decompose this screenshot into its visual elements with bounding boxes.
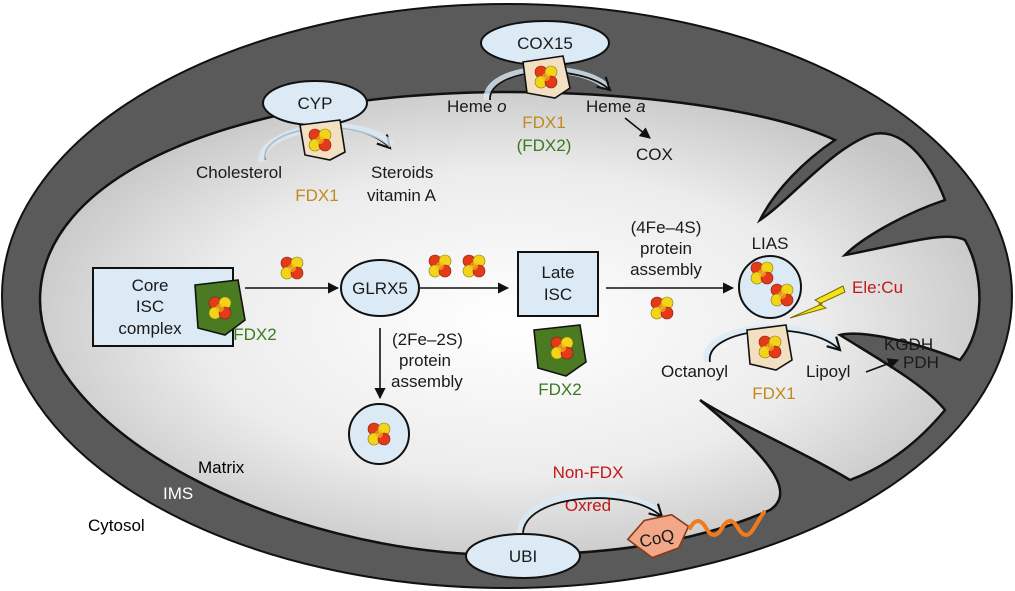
fe4s4-line1: (4Fe–4S) bbox=[631, 218, 702, 237]
fe2s2-line1: (2Fe–2S) bbox=[392, 330, 463, 349]
lightning-icon bbox=[789, 285, 846, 319]
glrx5-protein bbox=[340, 259, 420, 317]
fdx1-label-cox15: FDX1 bbox=[522, 113, 565, 132]
lipoyl-label: Lipoyl bbox=[806, 362, 850, 381]
coq-isoprenoid-tail bbox=[688, 510, 766, 537]
inner-membrane-matrix bbox=[38, 90, 981, 557]
matrix-label: Matrix bbox=[198, 458, 245, 477]
ubi-label: UBI bbox=[509, 547, 537, 566]
cytosol-label: Cytosol bbox=[88, 516, 145, 535]
lipoyl-to-targets-arrow bbox=[865, 358, 900, 373]
cox-label: COX bbox=[636, 145, 673, 164]
fe4s4-line3: assembly bbox=[630, 260, 702, 279]
fes-cluster-icon bbox=[550, 336, 574, 360]
ubi-reaction-arrow bbox=[522, 497, 664, 536]
fes-cluster-icon bbox=[750, 261, 774, 285]
cholesterol-label: Cholesterol bbox=[196, 163, 282, 182]
fdx1-label-cyp: FDX1 bbox=[295, 186, 338, 205]
fdx1-label-lias: FDX1 bbox=[752, 384, 795, 403]
fes-cluster-icon bbox=[428, 254, 452, 278]
late-isc-line1: Late bbox=[541, 263, 574, 282]
fe2s2-line2: protein bbox=[399, 351, 451, 370]
steroids-label: Steroids bbox=[371, 163, 433, 182]
cox15-module: COX15 Heme o Heme a COX FDX1 (FDX2) bbox=[447, 20, 673, 164]
vitamin-a-label: vitamin A bbox=[367, 186, 437, 205]
glrx5-label: GLRX5 bbox=[352, 279, 408, 298]
fes-cluster-icon bbox=[308, 128, 332, 152]
fes-cluster-icon bbox=[280, 256, 304, 280]
core-isc-line3: complex bbox=[118, 319, 182, 338]
late-isc-line2: ISC bbox=[544, 285, 572, 304]
fes-cluster-icon bbox=[462, 254, 486, 278]
ubi-module: Non-FDX Oxred UBI CoQ bbox=[465, 463, 766, 579]
fes-cluster-icon bbox=[758, 335, 782, 359]
fdx2-label-cox15: (FDX2) bbox=[517, 136, 572, 155]
fe2s2-line3: assembly bbox=[391, 372, 463, 391]
isc-pathway: Core ISC complex FDX2 GLRX5 (2Fe–2S) pro… bbox=[92, 218, 735, 465]
ele-cu-label: Ele:Cu bbox=[852, 278, 903, 297]
oxred-label: Oxred bbox=[565, 496, 611, 515]
cox15-label: COX15 bbox=[517, 34, 573, 53]
fdx2-label-late: FDX2 bbox=[538, 380, 581, 399]
cyp-label: CYP bbox=[298, 94, 333, 113]
fe4s4-line2: protein bbox=[640, 239, 692, 258]
lias-module: LIAS Ele:Cu Octanoyl Lipoyl FDX1 KGDH PD… bbox=[661, 234, 939, 403]
heme-a-label: Heme a bbox=[586, 97, 646, 116]
heme-o-label: Heme o bbox=[447, 97, 507, 116]
fes-cluster-icon bbox=[650, 296, 674, 320]
lias-label: LIAS bbox=[752, 234, 789, 253]
cyp-module: CYP Cholesterol Steroids vitamin A FDX1 bbox=[196, 80, 437, 205]
fes-cluster-icon bbox=[534, 65, 558, 89]
ubi-arc-body bbox=[516, 491, 663, 536]
late-isc-complex bbox=[517, 251, 599, 317]
core-isc-line2: ISC bbox=[136, 297, 164, 316]
core-isc-line1: Core bbox=[132, 276, 169, 295]
heme-a-to-cox-arrow bbox=[624, 117, 651, 139]
ims-label: IMS bbox=[163, 484, 193, 503]
pdh-label: PDH bbox=[903, 353, 939, 372]
fes-cluster-icon bbox=[367, 422, 391, 446]
fes-cluster-icon bbox=[208, 296, 232, 320]
kgdh-label: KGDH bbox=[884, 335, 933, 354]
coq-hexagon bbox=[626, 513, 690, 559]
ubi-enzyme bbox=[465, 533, 581, 579]
fdx2-label-core: FDX2 bbox=[233, 325, 276, 344]
non-fdx-label: Non-FDX bbox=[553, 463, 624, 482]
fes-cluster-icon bbox=[770, 283, 794, 307]
octanoyl-label: Octanoyl bbox=[661, 362, 728, 381]
